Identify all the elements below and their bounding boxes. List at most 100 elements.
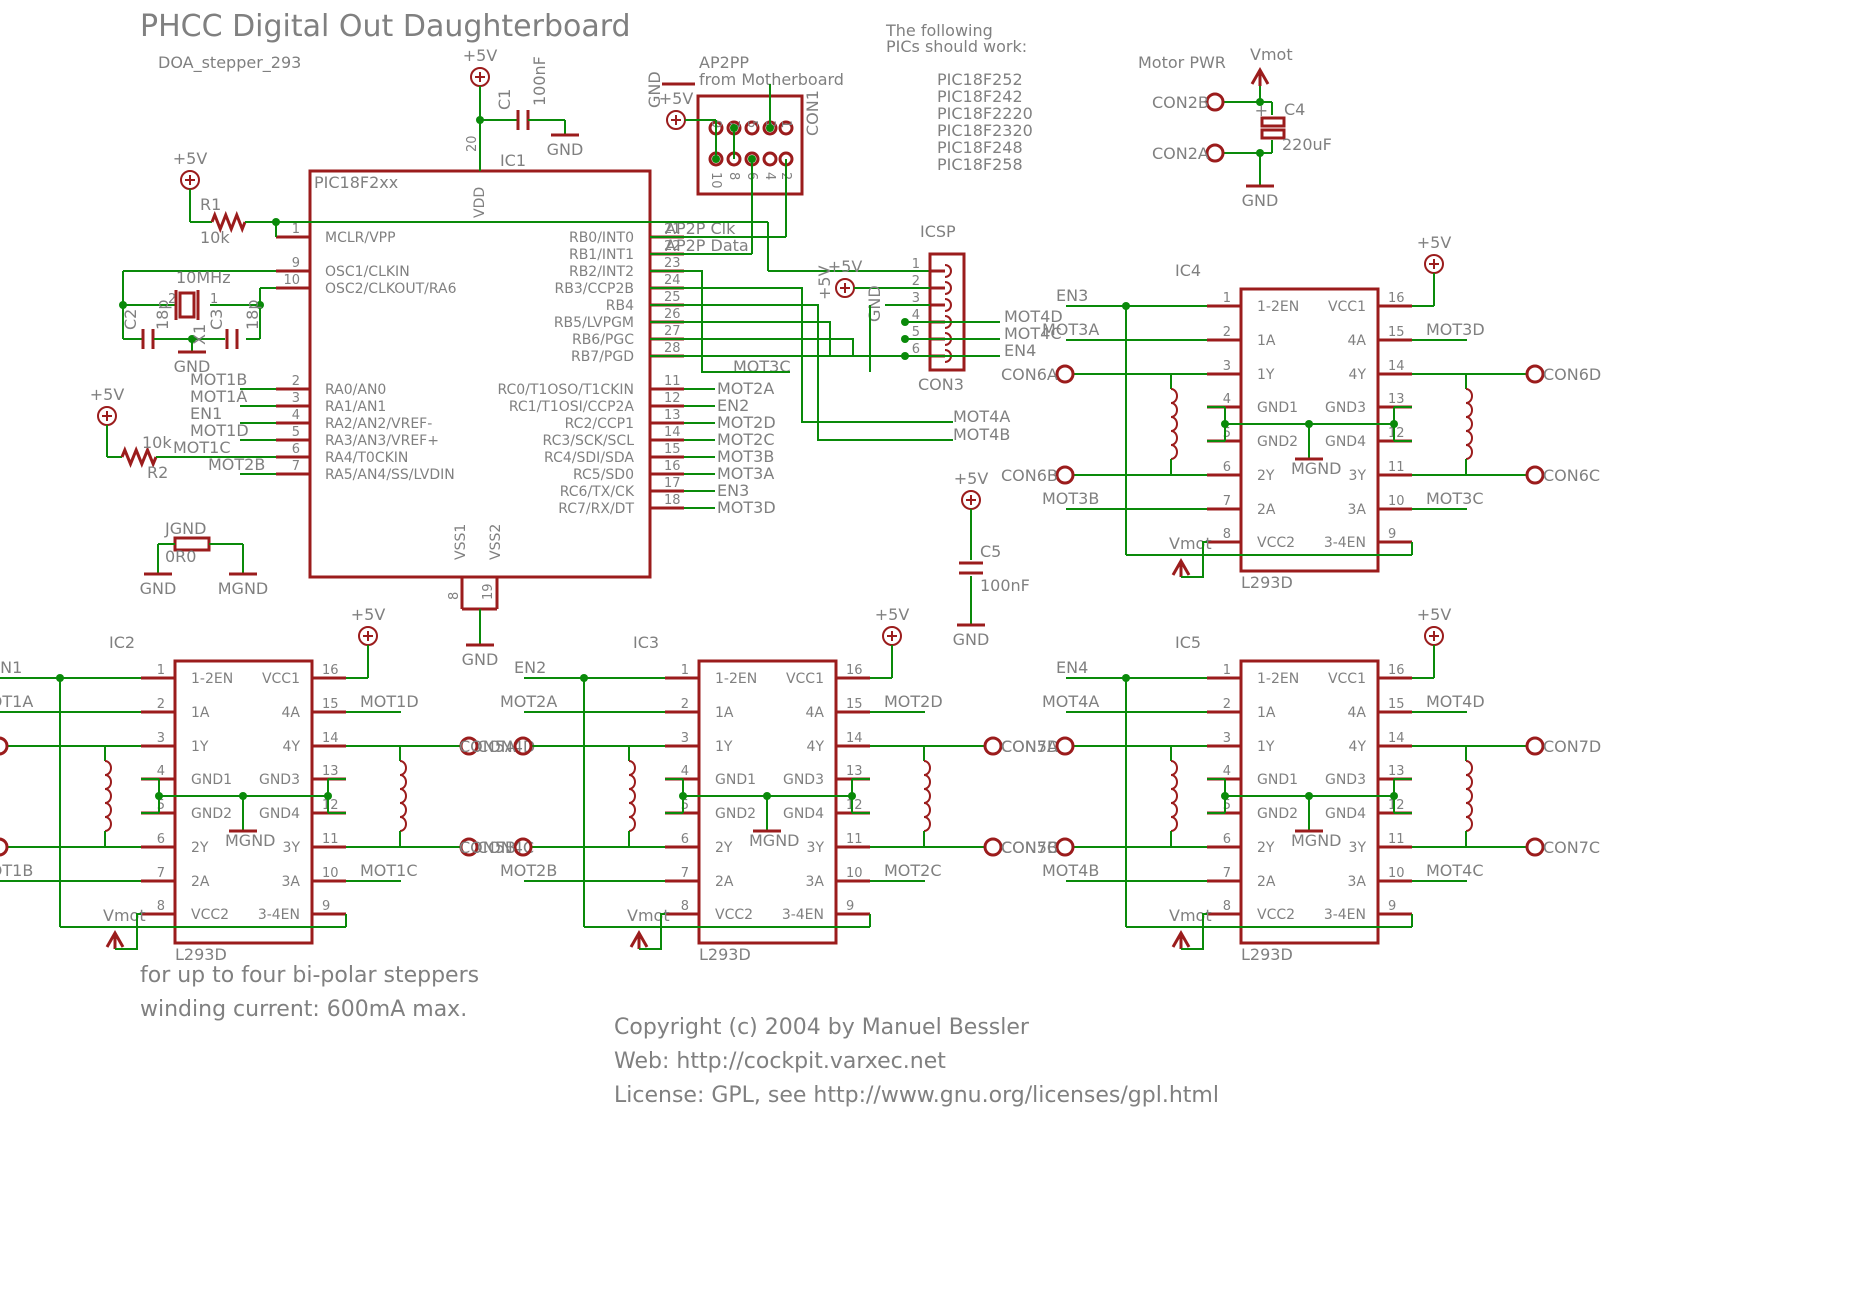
connector-pad xyxy=(1525,837,1545,857)
pin-number: 1 xyxy=(157,663,165,678)
pin-name: GND4 xyxy=(1325,806,1366,822)
mcu-ref: IC1 xyxy=(500,151,526,170)
pin-name: 2Y xyxy=(715,840,733,856)
mgnd-label: MGND xyxy=(225,831,276,850)
ground-symbol: GND xyxy=(174,350,211,376)
plus-5v-symbol: +5V xyxy=(875,605,909,646)
footer-note: winding current: 600mA max. xyxy=(140,997,467,1022)
ground-label: GND xyxy=(174,357,211,376)
pin-number: 3 xyxy=(912,291,920,306)
resistor-zigzag xyxy=(210,210,247,234)
winding-coil xyxy=(923,760,931,832)
pin-number: 5 xyxy=(1223,798,1231,813)
pin-number: 2 xyxy=(1223,697,1231,712)
junction-dot xyxy=(748,155,756,163)
connector-pad xyxy=(983,837,1003,857)
pin-number: 9 xyxy=(322,899,330,914)
pin-name: OSC1/CLKIN xyxy=(325,264,410,280)
pin-name: GND1 xyxy=(191,772,232,788)
c2-value: 18p xyxy=(153,299,172,330)
pin-name: RB5/LVPGM xyxy=(554,315,634,331)
copyright-line: Copyright (c) 2004 by Manuel Bessler xyxy=(614,1015,1030,1040)
net-label: MOT3D xyxy=(717,498,776,517)
driver-body xyxy=(697,659,838,945)
pin-name: VCC2 xyxy=(715,907,753,923)
pin-number: 14 xyxy=(846,731,863,746)
pin-number: 16 xyxy=(322,663,339,678)
pin-name: 3-4EN xyxy=(1324,907,1366,923)
driver-type: L293D xyxy=(1241,945,1293,964)
rb-wire xyxy=(650,305,871,372)
pin-name: VCC1 xyxy=(262,671,300,687)
plus-5v-symbol: +5V xyxy=(351,605,385,646)
winding-coil xyxy=(1465,760,1473,832)
pin-name: RC3/SCK/SCL xyxy=(543,433,635,449)
resistor-zigzag xyxy=(120,446,158,468)
connector-pad xyxy=(1525,736,1545,756)
con-label: CON5C xyxy=(1001,838,1058,857)
pin-name: GND4 xyxy=(783,806,824,822)
pin-name: 2A xyxy=(191,874,210,890)
pin-number: 14 xyxy=(664,425,681,440)
pin-number: 2 xyxy=(292,374,300,389)
ground-symbol: GND xyxy=(547,133,584,159)
net-label: MOT1C xyxy=(173,438,231,457)
motor-pwr-label: Motor PWR xyxy=(1138,53,1226,72)
connector-pad xyxy=(459,837,479,857)
vmot-label: Vmot xyxy=(1169,534,1212,553)
ground-symbol: GND xyxy=(1242,184,1278,210)
pin-name: RC5/SD0 xyxy=(573,467,634,483)
vmot-label: Vmot xyxy=(1250,45,1293,64)
connector-pad xyxy=(1055,837,1075,857)
pin-number: 5 xyxy=(744,120,759,128)
pin-number: 21 xyxy=(664,222,681,237)
net-label: EN2 xyxy=(717,396,749,415)
pin-name: 1Y xyxy=(191,739,209,755)
pin-number: 13 xyxy=(1388,764,1405,779)
pin-number: 14 xyxy=(322,731,339,746)
con3-ref: CON3 xyxy=(918,375,964,394)
ground-symbol: GND xyxy=(462,643,498,669)
pic-part-name: PIC18F258 xyxy=(937,155,1023,174)
pin-number: 27 xyxy=(664,324,681,339)
header-pin xyxy=(744,120,760,136)
pin-number: 3 xyxy=(1223,359,1231,374)
winding-coil xyxy=(628,760,636,832)
pin-number: 6 xyxy=(681,832,689,847)
junction-dot xyxy=(679,792,687,800)
vmot-arrow-symbol xyxy=(1171,557,1191,577)
connector-pad xyxy=(1055,364,1075,384)
pin-name: 3-4EN xyxy=(258,907,300,923)
pin-number: 2 xyxy=(681,697,689,712)
connector-pad xyxy=(1055,736,1075,756)
driver-type: L293D xyxy=(175,945,227,964)
pin-name: 3A xyxy=(806,874,825,890)
vss1-label: VSS1 xyxy=(453,524,469,560)
pin-number: 6 xyxy=(1223,460,1231,475)
pin-name: 2Y xyxy=(1257,468,1275,484)
con-label: CON2A xyxy=(1152,144,1209,163)
pin-name: GND2 xyxy=(1257,806,1298,822)
driver-ref: IC2 xyxy=(109,633,135,652)
pin-number: 10 xyxy=(846,866,863,881)
plus-5v-symbol: +5V xyxy=(1417,233,1451,274)
connector-pad xyxy=(1205,143,1225,163)
pin-number: 16 xyxy=(664,459,681,474)
junction-dot xyxy=(848,792,856,800)
net-label: EN2 xyxy=(514,658,546,677)
net-label: MOT2D xyxy=(717,413,776,432)
pin-number: 19 xyxy=(481,583,496,600)
net-label: EN4 xyxy=(1004,341,1036,360)
net-label: EN1 xyxy=(190,404,222,423)
pin-number: 4 xyxy=(292,408,300,423)
winding-coil xyxy=(104,760,112,832)
net-label: MOT4C xyxy=(1426,861,1484,880)
pin-number: 12 xyxy=(846,798,863,813)
ground-label: GND xyxy=(547,140,584,159)
pic-part-name: PIC18F248 xyxy=(937,138,1023,157)
pin-number: 9 xyxy=(1388,899,1396,914)
pin-name: VCC2 xyxy=(1257,535,1295,551)
pin-number: 7 xyxy=(1223,494,1231,509)
pin-number: 14 xyxy=(1388,359,1405,374)
pin-name: RB7/PGD xyxy=(571,349,634,365)
